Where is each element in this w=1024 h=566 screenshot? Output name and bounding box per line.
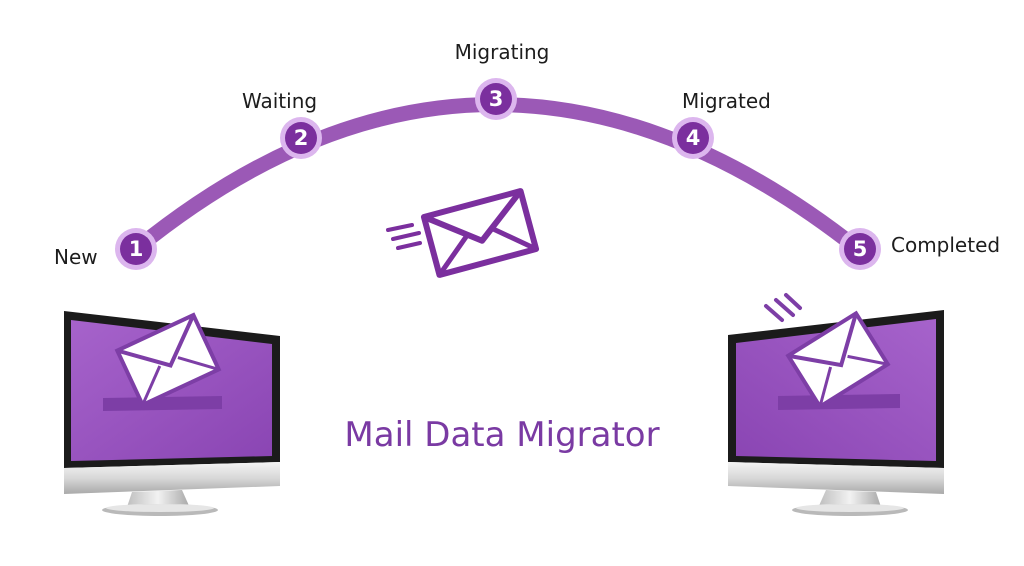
step-marker-1: 1 — [115, 228, 157, 270]
incoming-envelope-icon — [778, 310, 900, 410]
outgoing-envelope-icon — [103, 312, 222, 411]
step-label-migrated: Migrated — [682, 89, 771, 113]
motion-lines-icon — [764, 293, 802, 322]
step-number: 1 — [129, 237, 144, 261]
diagram-title: Mail Data Migrator — [344, 415, 659, 455]
step-marker-2: 2 — [280, 117, 322, 159]
step-marker-3: 3 — [475, 78, 517, 120]
source-computer — [64, 311, 280, 516]
step-label-migrating: Migrating — [455, 40, 550, 64]
flying-envelope-icon — [420, 188, 540, 278]
step-number: 4 — [686, 126, 701, 150]
step-number: 2 — [294, 126, 309, 150]
motion-lines-icon — [386, 223, 422, 250]
target-computer — [728, 293, 944, 516]
step-label-waiting: Waiting — [242, 89, 317, 113]
step-marker-5: 5 — [839, 228, 881, 270]
step-label-new: New — [54, 245, 98, 269]
step-marker-4: 4 — [672, 117, 714, 159]
step-number: 5 — [853, 237, 868, 261]
step-label-completed: Completed — [891, 233, 1000, 257]
step-number: 3 — [489, 87, 504, 111]
